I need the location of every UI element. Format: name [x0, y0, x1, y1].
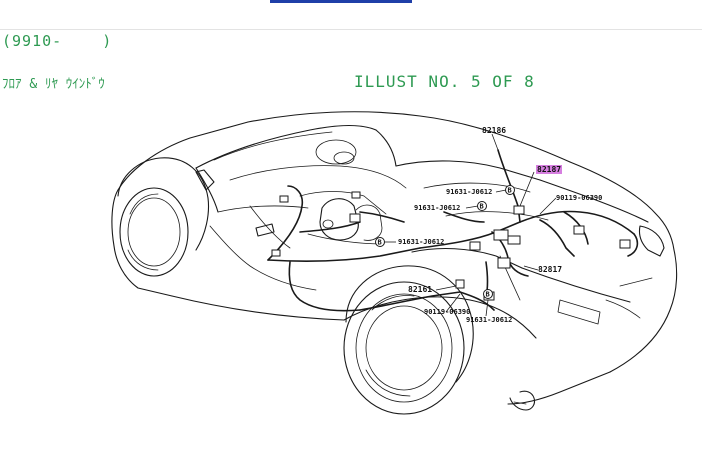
callout-91631-bottom: 91631-J0612 [466, 316, 512, 324]
callout-leaders [384, 133, 557, 317]
callout-91631-top: 91631-J0612 [446, 188, 492, 196]
highlight-82187 [536, 165, 562, 174]
callout-91631-mid: 91631-J0612 [398, 238, 444, 246]
callout-82186: 82186 [482, 126, 506, 135]
clamp-marker-label: B [480, 203, 484, 211]
callout-labels: 82186 82187 91631-J0612 90119-06390 9163… [398, 126, 602, 324]
callout-82161: 82161 [408, 285, 432, 294]
illust-number: ILLUST NO. 5 OF 8 [354, 72, 535, 91]
car-body-outline [111, 111, 678, 415]
section-name: ﾌﾛｱ & ﾘﾔ ｳｲﾝﾄﾞｳ [2, 77, 105, 92]
callout-90119-bottom: 90119-06390 [424, 308, 470, 316]
callout-91631-left: 91631-J0612 [414, 204, 460, 212]
clamp-markers: B B B B [375, 185, 515, 299]
date-range: (9910- ) [2, 32, 113, 50]
wire-harness [267, 149, 639, 312]
clamp-marker-label: B [378, 239, 382, 247]
callout-90119-right: 90119-06390 [556, 194, 602, 202]
top-divider [0, 29, 702, 30]
clamp-marker-label: B [508, 187, 512, 195]
callout-82187: 82187 [537, 165, 561, 174]
clamp-marker-label: B [486, 291, 490, 299]
top-tab-indicator [270, 0, 412, 3]
callout-82817: 82817 [538, 265, 562, 274]
